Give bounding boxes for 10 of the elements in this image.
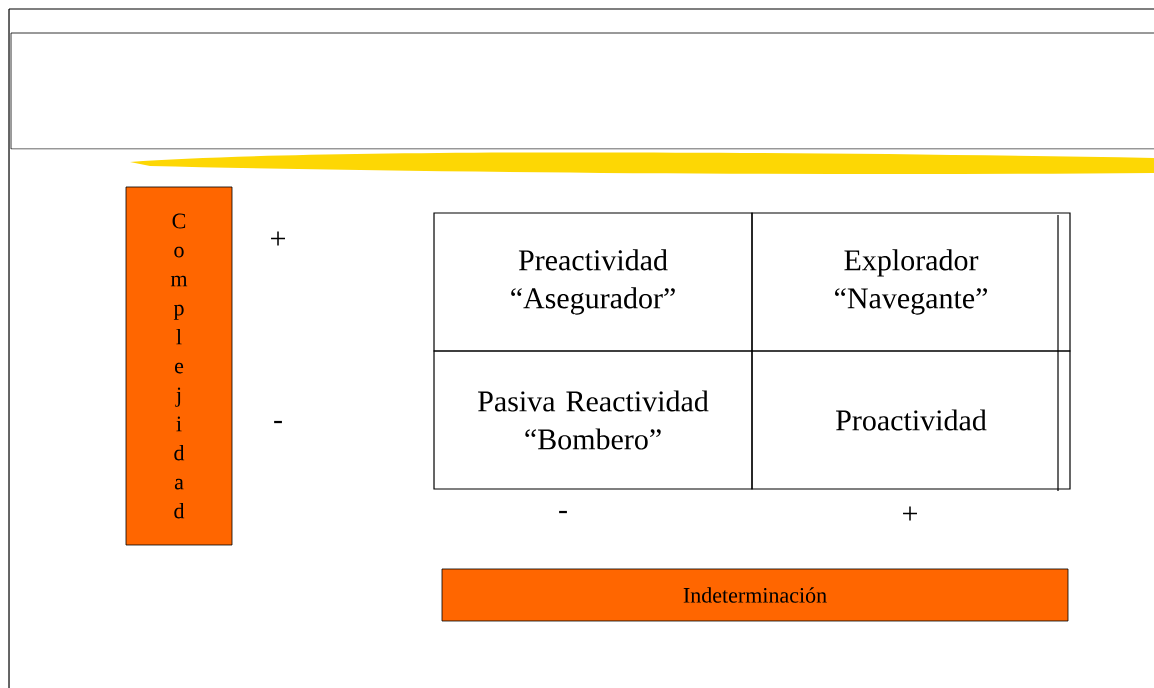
matrix-cell: Preactividad “Asegurador” (433, 212, 753, 352)
matrix-cell: Explorador “Navegante” (751, 212, 1071, 352)
axis-label-box: Indeterminación (441, 568, 1069, 622)
sign-label: + (271, 231, 285, 246)
sign-label: + (903, 506, 917, 521)
matrix-cell: Proactividad (751, 350, 1071, 490)
sign-label: - (274, 420, 282, 424)
matrix-cell: Pasiva Reactividad “Bombero” (433, 350, 753, 490)
vertical-label-box: Complejidad (125, 186, 233, 546)
sign-label: - (559, 510, 567, 514)
